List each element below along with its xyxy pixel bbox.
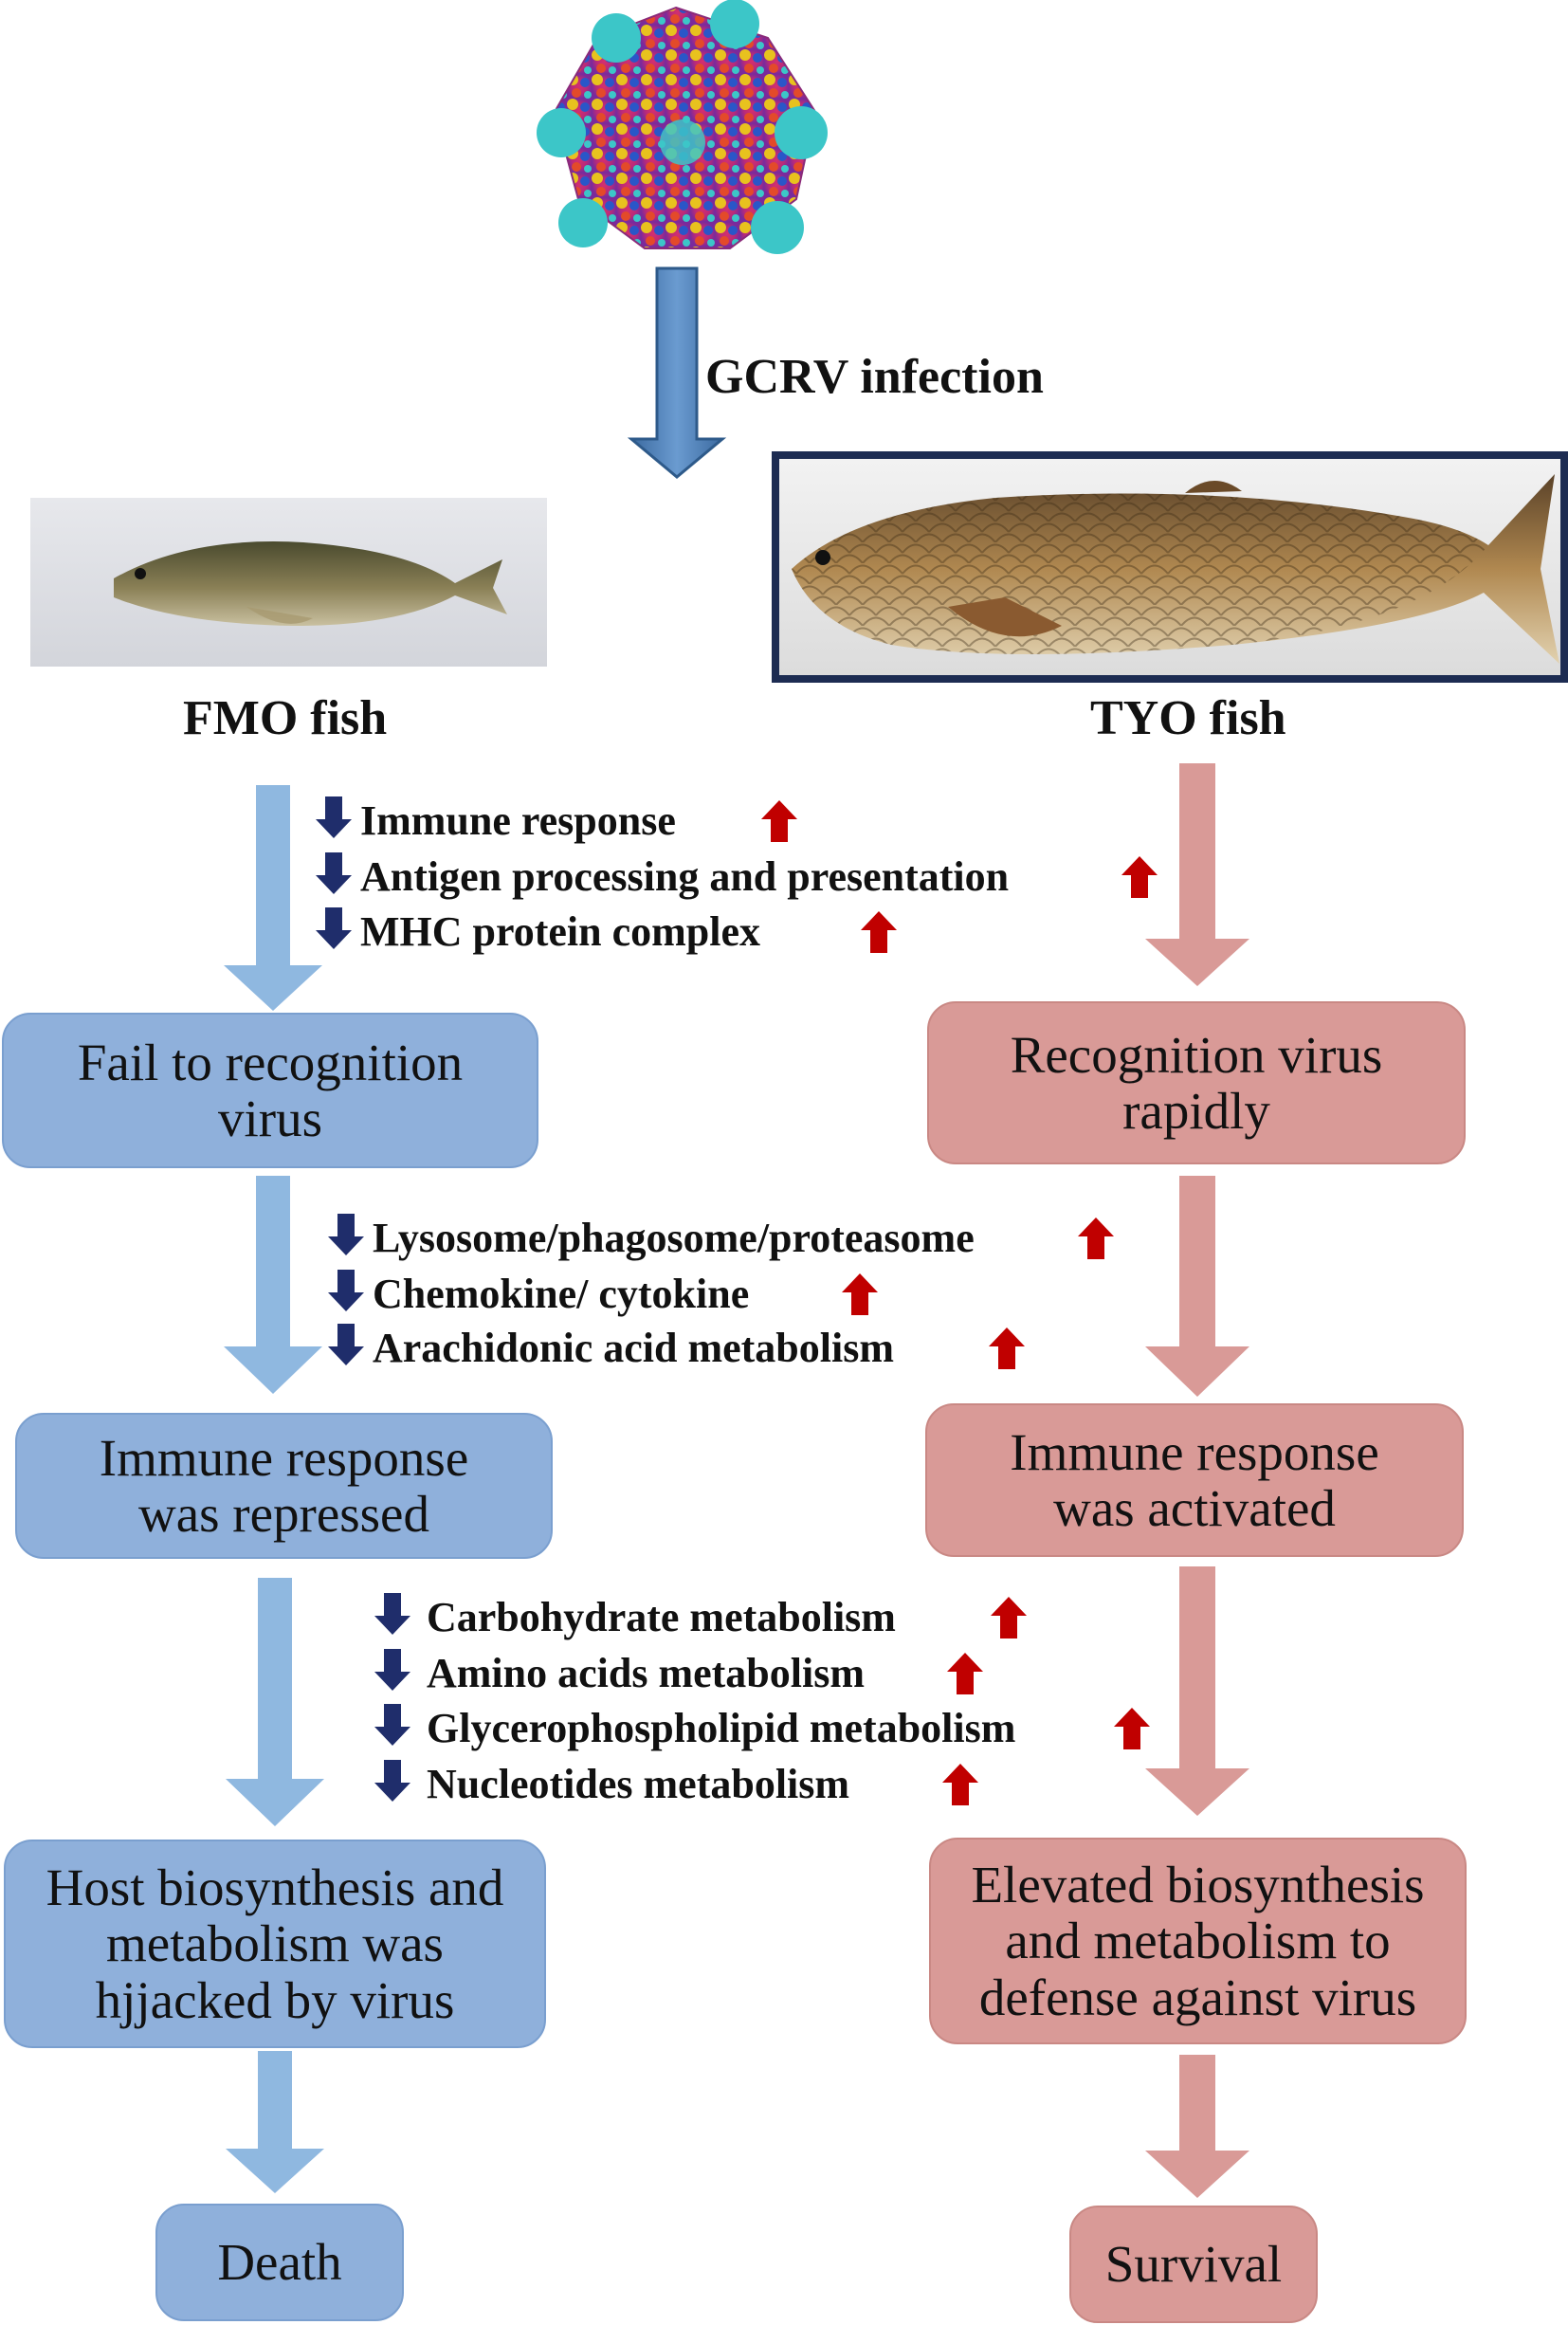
pathway-item: Immune response (360, 796, 676, 844)
up-arrow-icon (861, 911, 897, 953)
down-arrow-icon (316, 907, 352, 949)
tyo-fish-label: TYO fish (1090, 691, 1286, 745)
pathway-item: Carbohydrate metabolism (427, 1593, 896, 1640)
down-arrow-icon (328, 1270, 364, 1311)
pathway-item: Nucleotides metabolism (427, 1760, 850, 1807)
down-arrow-icon (328, 1324, 364, 1365)
tyo-arrow-4 (1145, 2055, 1249, 2198)
fmo-box-recognition: Fail to recognition virus (2, 1013, 538, 1168)
down-arrow-icon (328, 1214, 364, 1255)
fmo-fish-label: FMO fish (183, 691, 388, 745)
up-arrow-icon (989, 1327, 1025, 1369)
up-arrow-icon (991, 1597, 1027, 1638)
infection-label: GCRV infection (705, 350, 1044, 404)
pathway-item: Lysosome/phagosome/proteasome (373, 1214, 975, 1261)
down-arrow-icon (374, 1649, 410, 1691)
fmo-box-immune: Immune response was repressed (15, 1413, 553, 1559)
infection-arrow (627, 266, 727, 479)
tyo-box-survival: Survival (1069, 2206, 1318, 2323)
down-arrow-icon (374, 1760, 410, 1802)
tyo-arrow-1 (1145, 763, 1249, 986)
tyo-box-metabolism: Elevated biosynthesis and metabolism to … (929, 1838, 1467, 2044)
up-arrow-icon (1078, 1217, 1114, 1259)
fmo-arrow-2 (224, 1176, 322, 1394)
tyo-arrow-2 (1145, 1176, 1249, 1397)
pathway-item: Chemokine/ cytokine (373, 1270, 750, 1317)
tyo-box-immune: Immune response was activated (925, 1403, 1464, 1557)
down-arrow-icon (374, 1593, 410, 1635)
up-arrow-icon (942, 1764, 978, 1805)
fmo-box-metabolism: Host biosynthesis and metabolism was hjj… (4, 1840, 546, 2048)
up-arrow-icon (842, 1273, 878, 1315)
down-arrow-icon (316, 852, 352, 894)
fmo-box-death: Death (155, 2204, 404, 2321)
pathway-item: Glycerophospholipid metabolism (427, 1704, 1016, 1751)
up-arrow-icon (1121, 856, 1158, 898)
fmo-arrow-3 (226, 1578, 324, 1826)
down-arrow-icon (374, 1704, 410, 1746)
up-arrow-icon (1114, 1708, 1150, 1749)
up-arrows (761, 800, 1158, 1805)
up-arrow-icon (947, 1653, 983, 1694)
tyo-arrow-3 (1145, 1566, 1249, 1816)
fmo-fish-photo (30, 498, 547, 667)
pathway-item: MHC protein complex (360, 907, 761, 955)
pathway-item: Antigen processing and presentation (360, 852, 1010, 900)
virus-icon (537, 0, 828, 254)
tyo-box-recognition: Recognition virus rapidly (927, 1001, 1466, 1164)
down-arrows (316, 796, 410, 1802)
fmo-flow-arrows (224, 785, 324, 2193)
pathway-item: Arachidonic acid metabolism (373, 1324, 894, 1371)
down-arrow-icon (316, 796, 352, 838)
fmo-arrow-4 (226, 2051, 324, 2193)
pathway-item: Amino acids metabolism (427, 1649, 865, 1696)
up-arrow-icon (761, 800, 797, 842)
tyo-flow-arrows (1145, 763, 1249, 2198)
fmo-arrow-1 (224, 785, 322, 1011)
tyo-fish-photo (772, 451, 1568, 683)
